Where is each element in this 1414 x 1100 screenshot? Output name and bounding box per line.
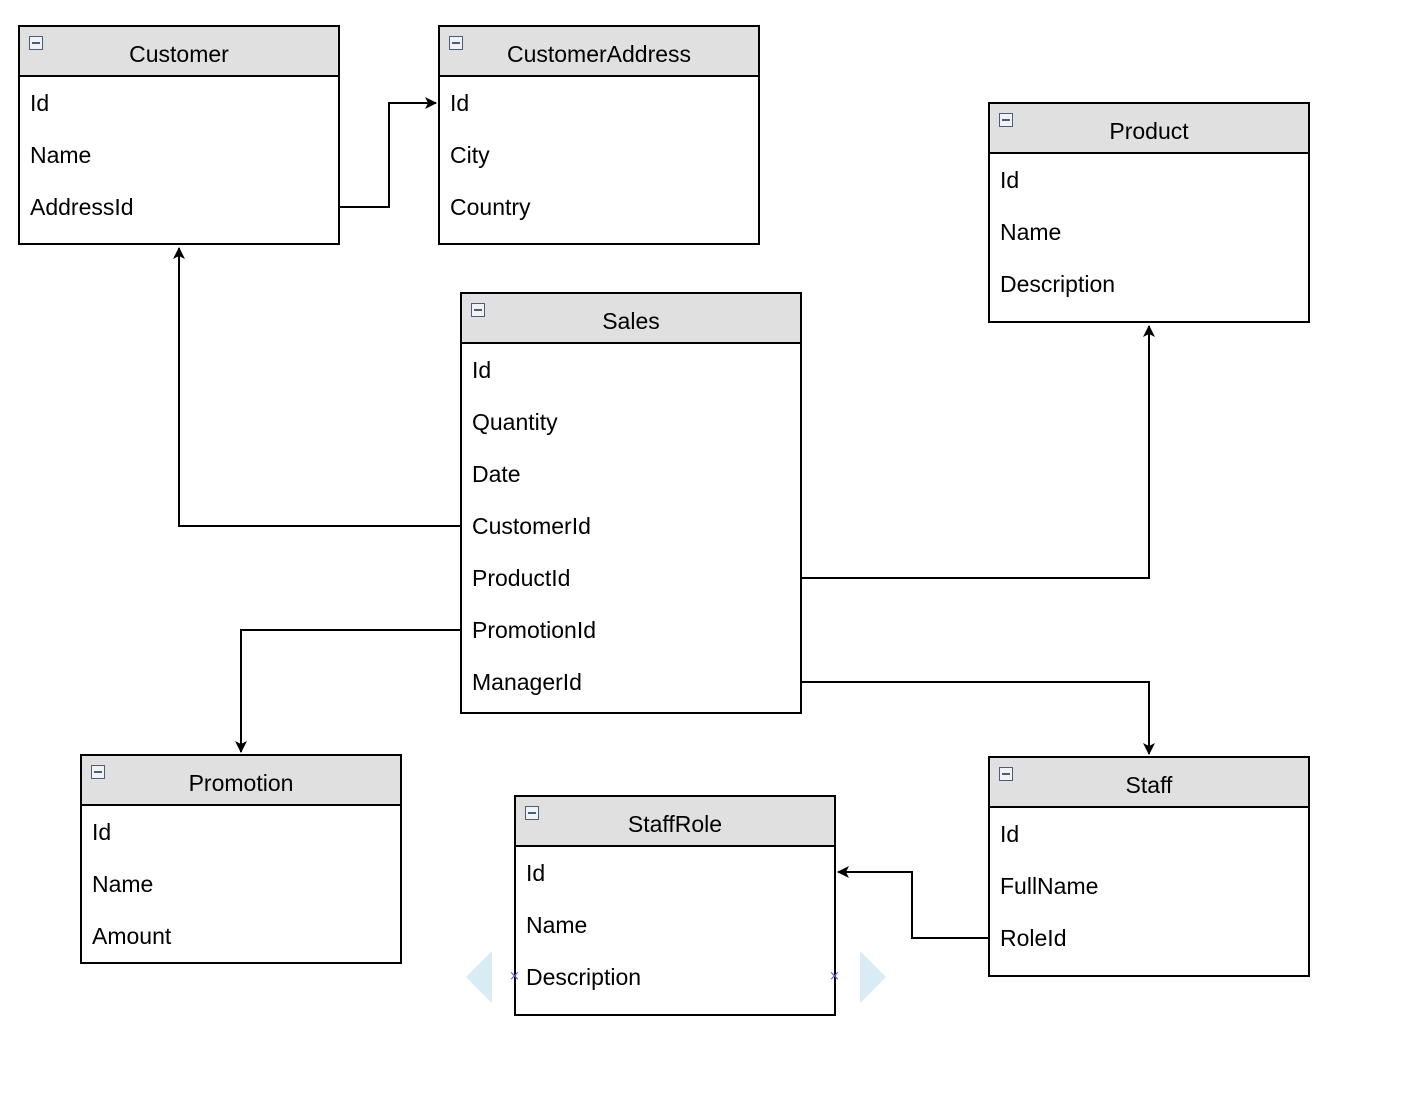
field-amount[interactable]: Amount <box>92 923 172 949</box>
edge-staff-staffrole[interactable] <box>837 866 988 939</box>
selection-handle-icon[interactable]: × <box>829 969 840 984</box>
selection-arrow-right-icon[interactable] <box>858 951 886 1003</box>
entity-title: Staff <box>1125 772 1173 798</box>
collapse-icon[interactable] <box>29 36 43 50</box>
field-quantity[interactable]: Quantity <box>472 409 558 435</box>
field-date[interactable]: Date <box>472 461 521 487</box>
field-id[interactable]: Id <box>472 357 492 383</box>
entity-title: StaffRole <box>627 811 723 837</box>
field-address-id[interactable]: AddressId <box>30 194 134 220</box>
edge-sales-staff[interactable] <box>802 681 1155 755</box>
collapse-icon[interactable] <box>999 767 1013 781</box>
entity-title: Customer <box>129 41 229 67</box>
entity-customer-address[interactable]: CustomerAddress Id City Country <box>438 25 760 245</box>
collapse-icon[interactable] <box>471 303 485 317</box>
entity-header: Customer <box>20 27 338 77</box>
field-manager-id[interactable]: ManagerId <box>472 669 582 695</box>
field-role-id[interactable]: RoleId <box>1000 925 1067 951</box>
selection-handle-icon[interactable]: × <box>509 969 520 984</box>
field-name[interactable]: Name <box>1000 219 1062 245</box>
field-customer-id[interactable]: CustomerId <box>472 513 591 539</box>
entity-title: Sales <box>602 308 660 334</box>
field-id[interactable]: Id <box>450 90 470 116</box>
field-name[interactable]: Name <box>526 912 588 938</box>
collapse-icon[interactable] <box>525 806 539 820</box>
field-promotion-id[interactable]: PromotionId <box>472 617 597 643</box>
entity-header: Product <box>990 104 1308 154</box>
field-id[interactable]: Id <box>1000 167 1020 193</box>
edge-sales-product[interactable] <box>802 325 1155 579</box>
entity-title: CustomerAddress <box>506 41 692 67</box>
selection-arrow-left-icon[interactable] <box>466 951 494 1003</box>
field-full-name[interactable]: FullName <box>1000 873 1099 899</box>
field-id[interactable]: Id <box>1000 821 1020 847</box>
collapse-icon[interactable] <box>91 765 105 779</box>
entity-product[interactable]: Product Id Name Description <box>988 102 1310 323</box>
field-description[interactable]: Description <box>526 964 642 990</box>
entity-customer[interactable]: Customer Id Name AddressId <box>18 25 340 245</box>
entity-header: Sales <box>462 294 800 344</box>
collapse-icon[interactable] <box>449 36 463 50</box>
field-country[interactable]: Country <box>450 194 531 220</box>
field-id[interactable]: Id <box>30 90 50 116</box>
field-id[interactable]: Id <box>92 819 112 845</box>
entity-promotion[interactable]: Promotion Id Name Amount <box>80 754 402 964</box>
entity-title: Promotion <box>188 770 294 796</box>
entity-title: Product <box>1109 118 1189 144</box>
field-description[interactable]: Description <box>1000 271 1116 297</box>
entity-header: Promotion <box>82 756 400 806</box>
entity-staff-role[interactable]: StaffRole Id Name Description <box>514 795 836 1016</box>
field-name[interactable]: Name <box>30 142 92 168</box>
entity-header: StaffRole <box>516 797 834 847</box>
field-city[interactable]: City <box>450 142 490 168</box>
entity-header: Staff <box>990 758 1308 808</box>
collapse-icon[interactable] <box>999 113 1013 127</box>
edge-sales-promotion[interactable] <box>235 629 460 753</box>
edge-customer-address[interactable] <box>340 97 437 208</box>
field-name[interactable]: Name <box>92 871 154 897</box>
field-id[interactable]: Id <box>526 860 546 886</box>
entity-staff[interactable]: Staff Id FullName RoleId <box>988 756 1310 977</box>
entity-header: CustomerAddress <box>440 27 758 77</box>
edge-sales-customer[interactable] <box>173 247 460 527</box>
field-product-id[interactable]: ProductId <box>472 565 571 591</box>
entity-sales[interactable]: Sales Id Quantity Date CustomerId Produc… <box>460 292 802 714</box>
